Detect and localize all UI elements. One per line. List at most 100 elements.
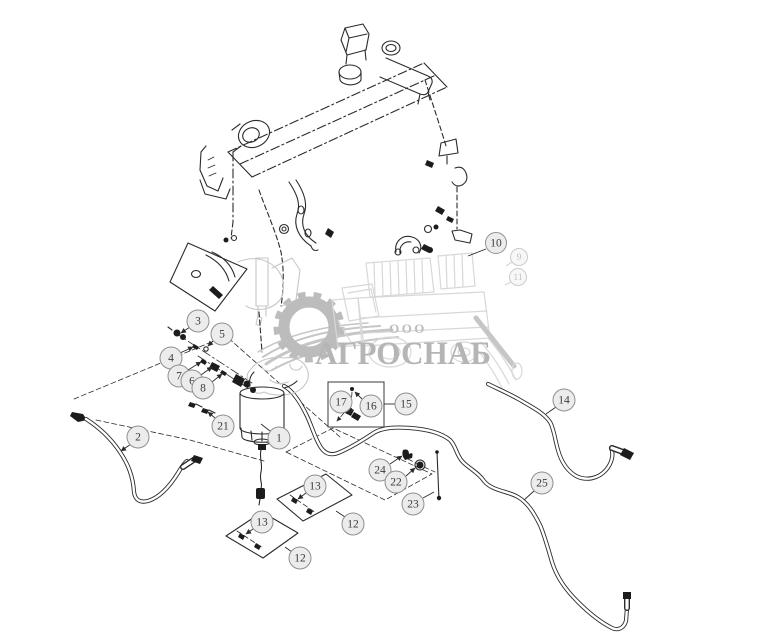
callout-circle [288, 546, 312, 570]
leader-line [389, 455, 403, 465]
callout-label: 2 [135, 432, 141, 444]
callout-label: 8 [200, 383, 206, 395]
watermark: ООО АГРОСНАБ [257, 252, 523, 389]
callout-3[interactable]: 3 [180, 309, 210, 334]
callout-circle [211, 414, 235, 438]
callouts-layer: 3 5 4 7 6 8 21 [120, 232, 576, 570]
callout-label: 13 [256, 517, 268, 529]
leader-line [260, 423, 271, 432]
callout-11[interactable]: 11 [504, 268, 527, 286]
callout-label: 6 [189, 376, 195, 388]
callout-circle [510, 248, 528, 266]
callout-25[interactable]: 25 [523, 471, 554, 501]
callout-label: 16 [365, 401, 377, 413]
callout-5[interactable]: 5 [207, 322, 234, 347]
leader-line [505, 261, 513, 267]
bolt-part-4-5 [192, 344, 209, 352]
clamp-cluster [394, 160, 454, 256]
callout-15[interactable]: 15 [384, 392, 418, 416]
leader-line [187, 361, 202, 371]
mounting-plate [169, 221, 248, 321]
callout-circle [191, 376, 215, 400]
callout-circle [509, 268, 527, 286]
leader-line [545, 406, 557, 415]
callout-label: 12 [294, 553, 306, 565]
watermark-harvester [331, 252, 523, 389]
fuel-hose-2 [70, 412, 203, 504]
clip-part-24 [402, 449, 413, 460]
leader-line [422, 491, 435, 499]
callout-2[interactable]: 2 [120, 425, 150, 452]
callout-label: 1 [276, 433, 282, 445]
callout-circle [341, 512, 365, 536]
rod-part-23 [407, 450, 442, 501]
callout-14[interactable]: 14 [545, 388, 576, 415]
leader-line [207, 411, 216, 419]
callout-circle [368, 458, 392, 482]
callout-23[interactable]: 23 [401, 491, 435, 516]
callout-13-upper[interactable]: 13 [297, 474, 327, 500]
callout-label: 14 [558, 395, 570, 407]
callout-1[interactable]: 1 [260, 423, 291, 450]
callout-circle [186, 309, 210, 333]
callout-label: 9 [517, 253, 522, 263]
plate-lower [225, 511, 299, 559]
callout-circle [552, 388, 576, 412]
callout-label: 21 [217, 421, 229, 433]
callout-label: 17 [335, 397, 347, 409]
leader-line [297, 492, 307, 500]
callout-label: 10 [490, 238, 502, 250]
callout-circle [359, 394, 383, 418]
nut-part-22 [414, 459, 426, 471]
callout-16[interactable]: 16 [354, 391, 383, 418]
leader-line [504, 281, 512, 286]
callout-label: 23 [407, 499, 419, 511]
callout-circle [384, 470, 408, 494]
callout-label: 7 [176, 371, 182, 383]
callout-label: 5 [219, 329, 225, 341]
callout-label: 25 [536, 478, 548, 490]
callout-label: 3 [195, 316, 201, 328]
callout-12-upper[interactable]: 12 [335, 510, 365, 536]
callout-9[interactable]: 9 [505, 248, 528, 267]
leader-line [467, 248, 487, 257]
callout-4[interactable]: 4 [159, 346, 194, 370]
callout-circle [210, 322, 234, 346]
plate-upper [276, 473, 353, 522]
callout-label: 4 [168, 353, 174, 365]
leader-line [200, 366, 213, 376]
callout-label: 22 [390, 477, 402, 489]
callout-circle [303, 474, 327, 498]
ghost-bracket [237, 257, 301, 353]
bolt-part-7 [200, 359, 207, 365]
callout-13-lower[interactable]: 13 [245, 510, 274, 535]
callout-label: 15 [400, 399, 412, 411]
leader-line [523, 490, 535, 501]
gear-icon [273, 291, 345, 363]
leader-line [211, 373, 223, 383]
callout-21[interactable]: 21 [207, 411, 235, 438]
callout-10[interactable]: 10 [467, 232, 507, 257]
callout-circle [530, 471, 554, 495]
engine-assembly [169, 23, 473, 353]
watermark-org-form: ООО [389, 321, 427, 336]
callout-circle [485, 232, 507, 254]
leader-line [405, 467, 416, 477]
filler-cap [340, 23, 370, 65]
callout-17[interactable]: 17 [329, 390, 353, 414]
fuel-hose-14 [485, 381, 634, 481]
callout-24[interactable]: 24 [368, 455, 403, 482]
callout-12-lower[interactable]: 12 [284, 546, 312, 570]
callout-label: 24 [374, 465, 386, 477]
callout-circle [126, 425, 150, 449]
callout-8[interactable]: 8 [191, 373, 223, 400]
leader-line [335, 510, 346, 518]
callout-circle [394, 392, 418, 416]
leader-line [179, 346, 194, 354]
bolt-part-8 [220, 370, 227, 376]
leader-line [120, 443, 132, 452]
leader-line [354, 391, 363, 400]
callout-22[interactable]: 22 [384, 467, 416, 494]
